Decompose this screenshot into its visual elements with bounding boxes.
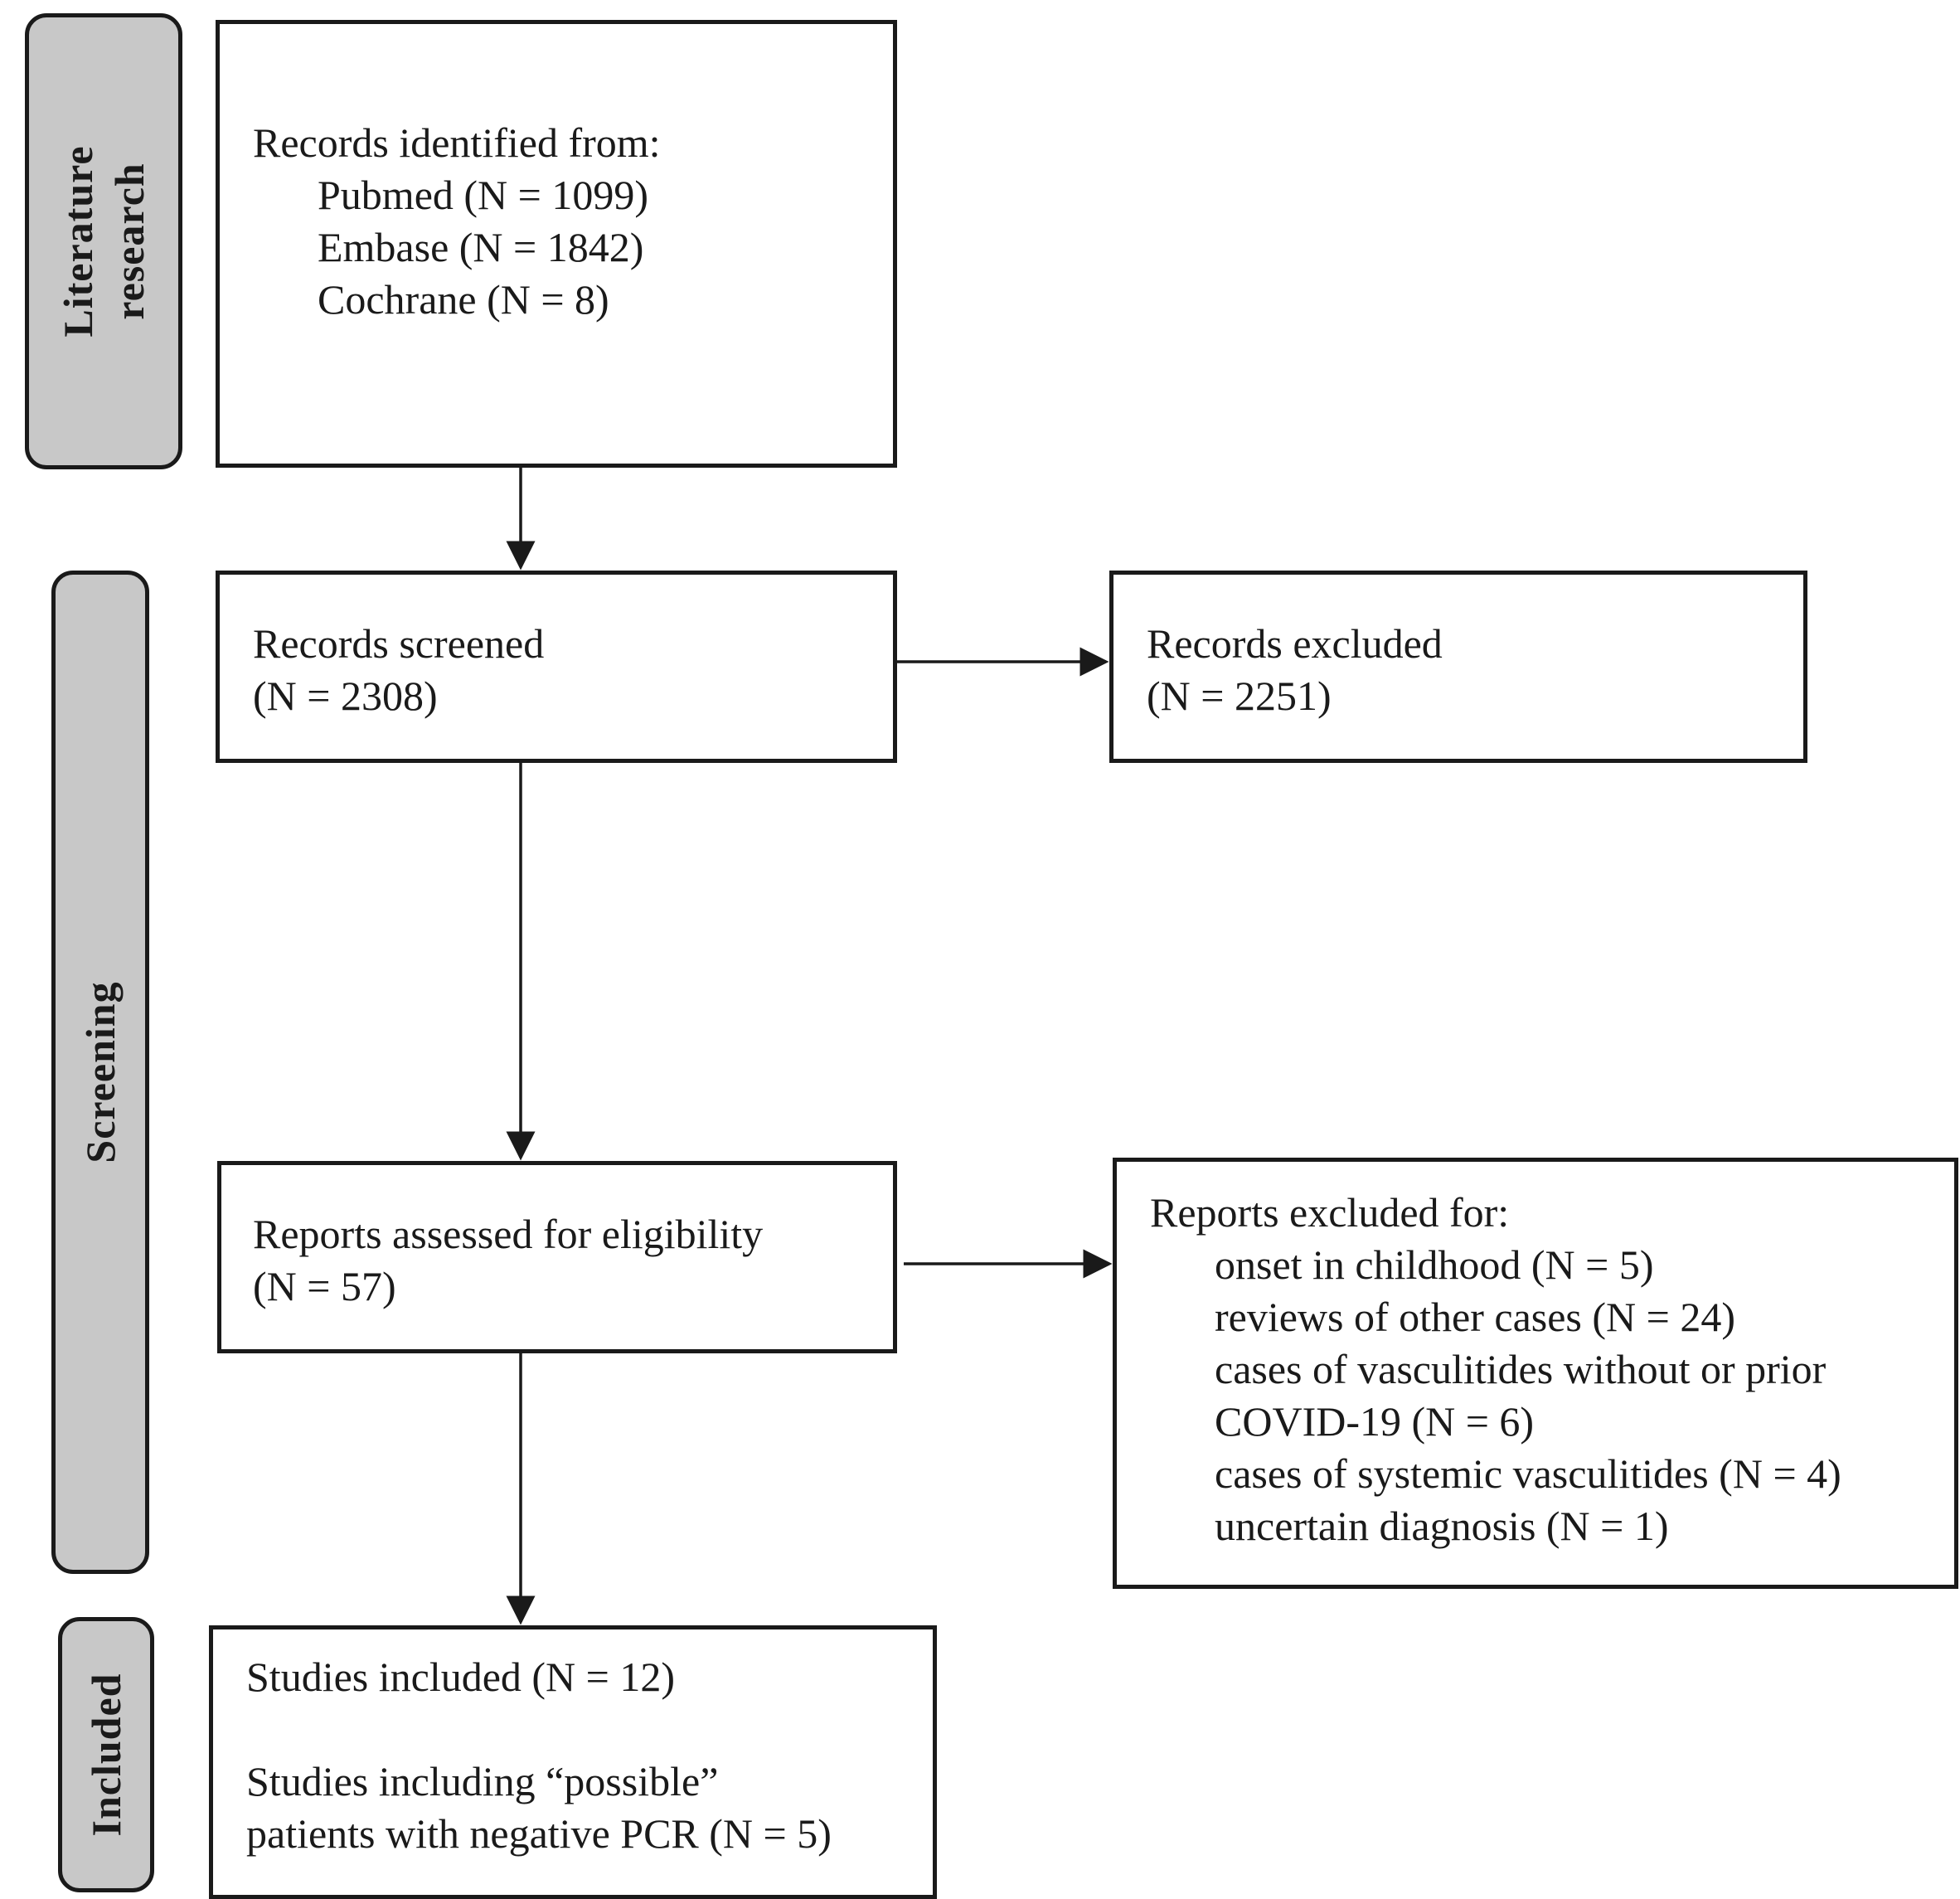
box-records-identified: Records identified from: Pubmed (N = 109… bbox=[216, 20, 897, 468]
reports-assessed-count: (N = 57) bbox=[253, 1263, 396, 1309]
records-excluded-text: Records excluded (N = 2251) bbox=[1147, 618, 1443, 722]
studies-included-count: Studies included (N = 12) bbox=[246, 1654, 676, 1700]
reports-assessed-label: Reports assessed for eligibility bbox=[253, 1211, 764, 1257]
reason-uncertain-diagnosis: uncertain diagnosis (N = 1) bbox=[1215, 1503, 1669, 1549]
source-embase: Embase (N = 1842) bbox=[318, 224, 644, 270]
records-screened-count: (N = 2308) bbox=[253, 673, 438, 719]
records-screened-text: Records screened (N = 2308) bbox=[253, 618, 544, 722]
source-pubmed: Pubmed (N = 1099) bbox=[318, 172, 648, 218]
studies-possible-line-2: patients with negative PCR (N = 5) bbox=[246, 1810, 832, 1857]
reason-covid-19: COVID-19 (N = 6) bbox=[1215, 1398, 1535, 1445]
records-excluded-count: (N = 2251) bbox=[1147, 673, 1332, 719]
records-excluded-label: Records excluded bbox=[1147, 620, 1443, 667]
box-reports-excluded: Reports excluded for: onset in childhood… bbox=[1113, 1158, 1958, 1589]
phase-included: Included bbox=[58, 1617, 154, 1892]
phase-literature-research: Literature research bbox=[25, 13, 182, 469]
studies-possible-line-1: Studies including “possible” bbox=[246, 1758, 719, 1804]
phase-screening: Screening bbox=[51, 571, 149, 1574]
box-studies-included: Studies included (N = 12) Studies includ… bbox=[209, 1625, 937, 1899]
studies-included-text: Studies included (N = 12) Studies includ… bbox=[246, 1651, 832, 1860]
reports-assessed-text: Reports assessed for eligibility (N = 57… bbox=[253, 1208, 763, 1313]
records-identified-text: Records identified from: Pubmed (N = 109… bbox=[253, 117, 661, 326]
reports-excluded-heading: Reports excluded for: bbox=[1150, 1189, 1510, 1236]
records-screened-label: Records screened bbox=[253, 620, 545, 667]
reason-systemic-vasculitides: cases of systemic vasculitides (N = 4) bbox=[1215, 1450, 1841, 1497]
box-records-screened: Records screened (N = 2308) bbox=[216, 571, 897, 763]
reason-reviews-other-cases: reviews of other cases (N = 24) bbox=[1215, 1294, 1735, 1340]
records-identified-heading: Records identified from: bbox=[253, 119, 661, 166]
reports-excluded-text: Reports excluded for: onset in childhood… bbox=[1150, 1187, 1841, 1552]
box-records-excluded: Records excluded (N = 2251) bbox=[1109, 571, 1807, 763]
reason-vasculitides-without-prior: cases of vasculitides without or prior bbox=[1215, 1346, 1827, 1392]
reason-onset-childhood: onset in childhood (N = 5) bbox=[1215, 1241, 1654, 1288]
source-cochrane: Cochrane (N = 8) bbox=[318, 276, 609, 323]
box-reports-assessed: Reports assessed for eligibility (N = 57… bbox=[217, 1161, 897, 1353]
